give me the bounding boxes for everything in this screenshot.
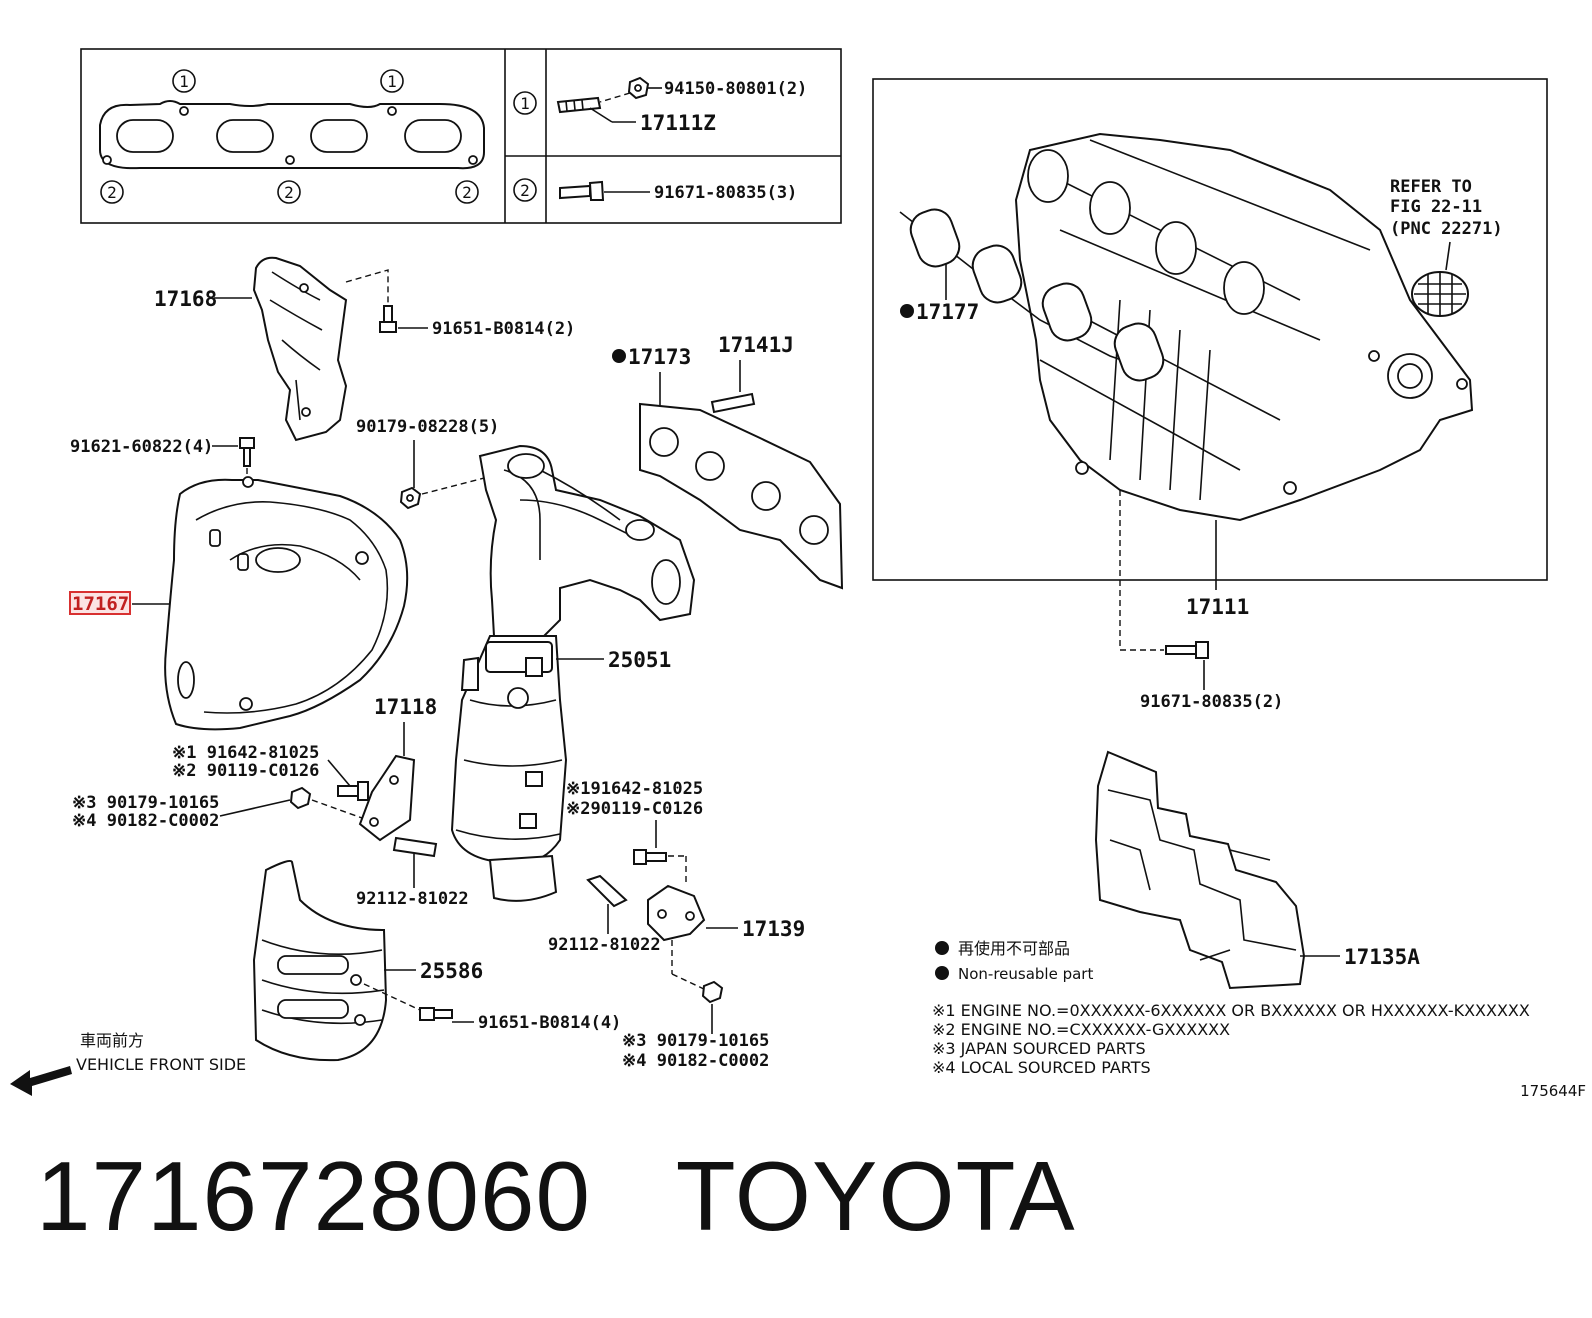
label-91621: 91621-60822(4) <box>70 437 213 457</box>
stud-part-label: 17111Z <box>640 111 716 135</box>
heat-insulator-17167 <box>164 476 409 731</box>
exhaust-gasket-inset <box>99 100 485 170</box>
svg-text:2: 2 <box>107 183 117 202</box>
row2-ref: 2 <box>513 178 537 202</box>
label-91651-bottom: 91651-B0814(4) <box>478 1013 621 1033</box>
svg-text:2: 2 <box>462 183 472 202</box>
brand-name: TOYOTA <box>675 1141 1076 1251</box>
gasket-set-17177 <box>899 208 1165 382</box>
bolt-icon <box>559 180 605 201</box>
label-92112-right: 92112-81022 <box>548 935 661 955</box>
note-4-nut-right: ※4 90182-C0002 <box>622 1051 769 1071</box>
label-17139: 17139 <box>742 917 805 941</box>
part-footer: 1716728060 TOYOTA <box>36 1140 1076 1253</box>
front-label-jp: 車両前方 <box>80 1031 144 1050</box>
nut-part-label: 94150-80801(2) <box>664 79 807 99</box>
gasket-marker-1b: 1 <box>380 69 404 93</box>
note-1-bolt-left: ※1 91642-81025 <box>172 743 319 763</box>
stud-icon-17141J <box>710 392 756 414</box>
label-91651-top: 91651-B0814(2) <box>432 319 575 339</box>
bracket-17139 <box>647 884 706 942</box>
bolt-icon-91671 <box>1165 641 1209 659</box>
note-line-3: ※3 JAPAN SOURCED PARTS <box>932 1039 1146 1058</box>
nut-icon-90179-right <box>701 980 724 1004</box>
bolt-icon-91651-top <box>379 305 397 333</box>
non-reusable-marker <box>612 349 626 363</box>
svg-text:2: 2 <box>520 181 530 200</box>
bracket-17118 <box>358 754 416 842</box>
svg-text:1: 1 <box>520 94 530 113</box>
front-label-en: VEHICLE FRONT SIDE <box>76 1055 246 1074</box>
legend-dot-icon-2 <box>935 966 949 980</box>
heat-insulator-25586 <box>252 860 388 1062</box>
label-25051: 25051 <box>608 648 671 672</box>
bolt-icon-91651-bottom <box>419 1007 453 1021</box>
gasket-marker-2b: 2 <box>277 180 301 204</box>
label-91671-80835-2: 91671-80835(2) <box>1140 692 1283 712</box>
arrow-left-icon <box>10 1066 72 1096</box>
label-17167-highlighted[interactable]: 17167 <box>72 593 129 615</box>
bolt-part-label: 91671-80835(3) <box>654 183 797 203</box>
stud-icon-92112-right <box>586 874 628 908</box>
legend-dot-icon <box>935 941 949 955</box>
row1-ref: 1 <box>513 91 537 115</box>
note-3-nut-left: ※3 90179-10165 <box>72 793 219 813</box>
label-17111: 17111 <box>1186 595 1249 619</box>
figure-id: 175644F <box>1520 1082 1586 1100</box>
non-reusable-marker-17177 <box>900 304 914 318</box>
refer-line-1: REFER TO <box>1390 177 1472 197</box>
legend-jp: 再使用不可部品 <box>958 939 1070 958</box>
bolt-icon-91642-right <box>633 849 667 865</box>
label-25586: 25586 <box>420 959 483 983</box>
stud-icon-92112-left <box>392 836 438 858</box>
nut-icon <box>627 76 650 100</box>
label-17141J: 17141J <box>718 333 794 357</box>
part-number: 1716728060 <box>36 1141 592 1251</box>
svg-text:1: 1 <box>179 72 189 91</box>
svg-text:2: 2 <box>284 183 294 202</box>
nut-icon-90179-left <box>289 786 312 810</box>
label-17118: 17118 <box>374 695 437 719</box>
legend-en: Non-reusable part <box>958 965 1093 983</box>
note-3-nut-right: ※3 90179-10165 <box>622 1031 769 1051</box>
note-2-bolt-right: ※290119-C0126 <box>566 799 703 819</box>
label-17177: 17177 <box>916 300 979 324</box>
mesh-screen-icon <box>1411 271 1469 317</box>
label-92112-left: 92112-81022 <box>356 889 469 909</box>
note-line-1: ※1 ENGINE NO.=0XXXXXX-6XXXXXX OR BXXXXXX… <box>932 1001 1530 1020</box>
gasket-marker-1: 1 <box>172 69 196 93</box>
note-2-bolt-left: ※2 90119-C0126 <box>172 761 319 781</box>
heat-insulator-17168 <box>252 256 348 442</box>
gasket-marker-2a: 2 <box>100 180 124 204</box>
nut-icon-90179-08228 <box>399 486 422 510</box>
label-17168: 17168 <box>154 287 217 311</box>
gasket-marker-2c: 2 <box>455 180 479 204</box>
exhaust-manifold-25051 <box>450 444 696 902</box>
highlight-box <box>69 591 131 615</box>
label-90179-08228: 90179-08228(5) <box>356 417 499 437</box>
refer-line-3: (PNC 22271) <box>1390 219 1503 239</box>
note-4-nut-left: ※4 90182-C0002 <box>72 811 219 831</box>
intake-manifold-box <box>872 78 1548 581</box>
inset-table: 1 1 2 2 2 1 2 94150-80801(2) 17111Z 9167… <box>80 48 842 224</box>
refer-line-2: FIG 22-11 <box>1390 197 1482 217</box>
insulator-17135A <box>1094 750 1306 990</box>
note-1-bolt-right: ※191642-81025 <box>566 779 703 799</box>
note-line-4: ※4 LOCAL SOURCED PARTS <box>932 1058 1151 1077</box>
bolt-icon-91621 <box>239 437 255 467</box>
intake-manifold-17111 <box>1014 132 1474 522</box>
exhaust-gasket-17173 <box>639 402 844 590</box>
stud-icon <box>556 96 602 114</box>
note-line-2: ※2 ENGINE NO.=CXXXXXX-GXXXXXX <box>932 1020 1230 1039</box>
label-17135A: 17135A <box>1344 945 1420 969</box>
svg-text:1: 1 <box>387 72 397 91</box>
bolt-icon-91642-left <box>337 781 369 801</box>
label-17173: 17173 <box>628 345 691 369</box>
